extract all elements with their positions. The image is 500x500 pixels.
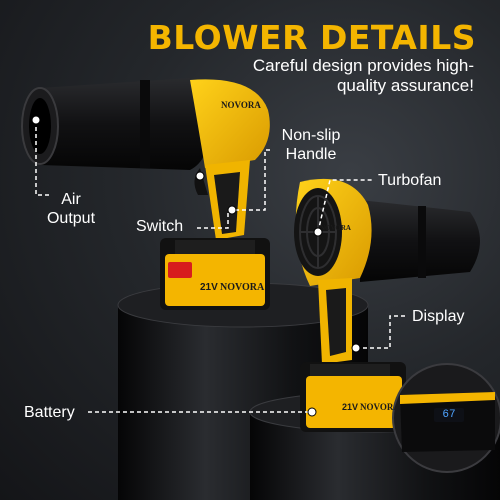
callout-dots	[31, 115, 361, 417]
battery-voltage: 21V	[200, 282, 218, 293]
page-title: BLOWER DETAILS	[147, 18, 476, 57]
battery-brand: NOVORA	[220, 282, 265, 293]
label-turbofan: Turbofan	[378, 172, 442, 189]
label-battery: Battery	[24, 404, 75, 421]
label-air-output: Air Output	[46, 191, 96, 227]
label-switch: Switch	[136, 218, 184, 235]
battery-voltage-right: 21V	[342, 402, 359, 412]
right-blower	[294, 178, 480, 432]
left-blower	[21, 78, 270, 310]
display-reading: 67	[434, 408, 464, 422]
battery-brand-right: NOVORA	[360, 402, 400, 412]
blower-brand-logo-right: NOVORA	[320, 224, 351, 232]
label-display: Display	[412, 308, 465, 325]
callout-lines	[35, 120, 408, 413]
blower-brand-logo: NOVORA	[221, 100, 261, 110]
label-non-slip-handle: Non-slip Handle	[281, 127, 341, 163]
page-subtitle: Careful design provides high-quality ass…	[252, 56, 474, 95]
